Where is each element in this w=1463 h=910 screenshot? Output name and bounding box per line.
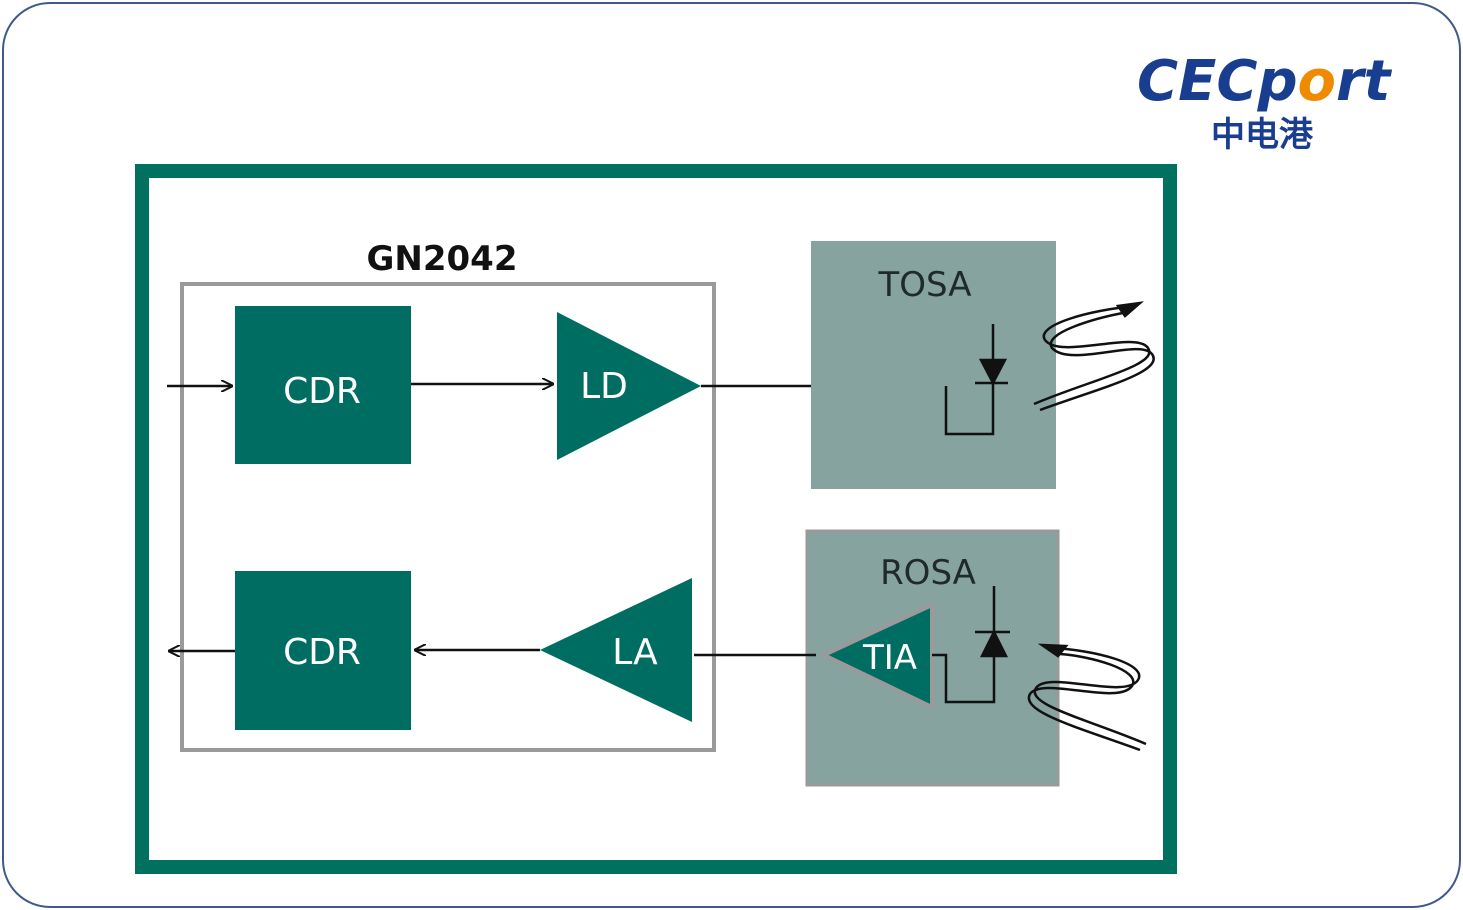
logo-subtitle: 中电港 xyxy=(1211,115,1314,155)
tosa-label: TOSA xyxy=(877,265,971,305)
rosa-fiber-icon xyxy=(1027,643,1147,752)
logo-text-suffix: rt xyxy=(1336,49,1393,114)
logo-text-prefix: CECp xyxy=(1137,49,1298,114)
photodiode-icon xyxy=(932,586,1010,704)
tia-label: TIA xyxy=(862,638,917,678)
cdr-rx-label: CDR xyxy=(283,632,361,673)
svg-text:CECport: CECport xyxy=(1137,49,1393,114)
laser-diode-icon xyxy=(944,324,1008,436)
cdr-tx-label: CDR xyxy=(283,371,361,412)
chip-boundary xyxy=(180,282,716,752)
la-triangle xyxy=(540,578,692,722)
rosa-label: ROSA xyxy=(880,553,976,593)
tosa-fiber-icon xyxy=(1033,301,1155,412)
cdr-rx-block xyxy=(235,571,411,730)
ld-triangle xyxy=(557,312,701,460)
logo-text-o: o xyxy=(1298,49,1336,114)
cecport-logo: CECport 中电港 xyxy=(1137,49,1393,155)
la-label: LA xyxy=(612,632,658,673)
chip-label: GN2042 xyxy=(367,239,518,279)
cdr-tx-block xyxy=(235,306,411,464)
module-border xyxy=(135,164,1177,874)
ld-label: LD xyxy=(580,366,628,407)
tosa-block xyxy=(811,241,1056,489)
